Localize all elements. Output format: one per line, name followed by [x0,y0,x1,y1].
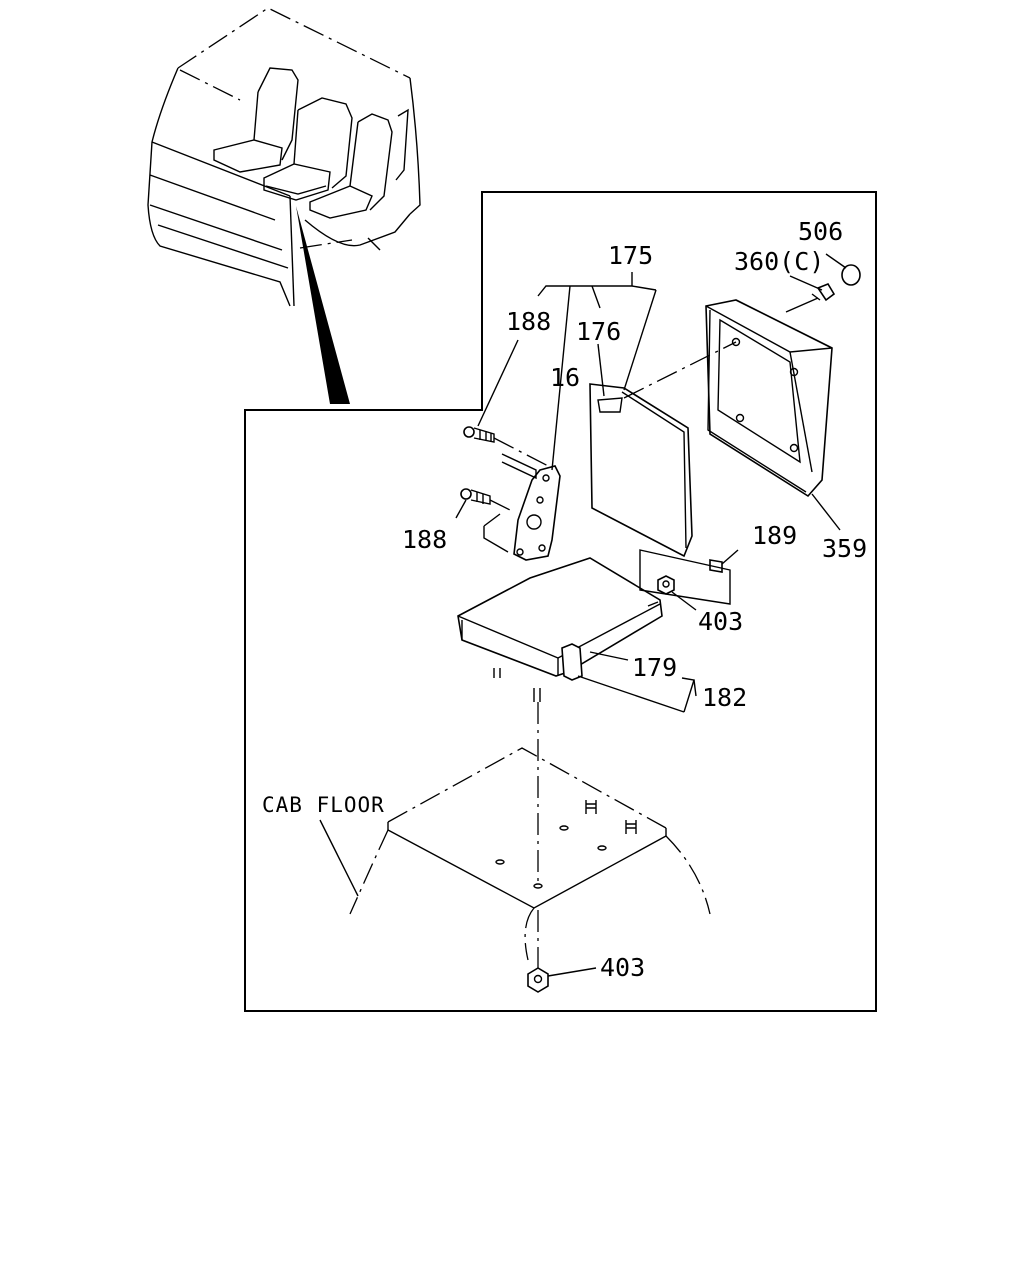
label-16: 16 [550,363,580,392]
nut-403-upper [657,575,675,595]
label-359: 359 [822,534,867,563]
cab-floor [349,747,711,961]
label-403-lower: 403 [600,953,645,982]
label-188-upper: 188 [506,307,551,336]
label-188-lower: 188 [402,525,447,554]
label-360c: 360(C) [734,247,824,276]
label-179: 179 [632,653,677,682]
label-189: 189 [752,521,797,550]
bolt-188-upper [463,426,495,443]
label-403-upper: 403 [698,607,743,636]
cap-506 [841,264,861,286]
part-labels: 175 506 360(C) 188 176 16 188 189 359 40… [262,217,867,982]
leader-lines [319,253,847,977]
clip-360c [811,283,836,302]
nut-403-lower [527,967,549,993]
label-182: 182 [702,683,747,712]
seat-back-shell-359 [705,299,833,498]
seat-back-cushion-176 [589,383,693,558]
cab-overview [147,7,421,404]
bolt-189 [709,559,723,573]
label-506: 506 [798,217,843,246]
label-176: 176 [576,317,621,346]
label-175: 175 [608,241,653,270]
bracket-16 [513,465,561,561]
label-cab-floor: CAB FLOOR [262,793,385,817]
bolt-188-lower [460,488,491,505]
seat-cushion-179 [457,557,663,702]
detail-frame [244,191,877,1012]
